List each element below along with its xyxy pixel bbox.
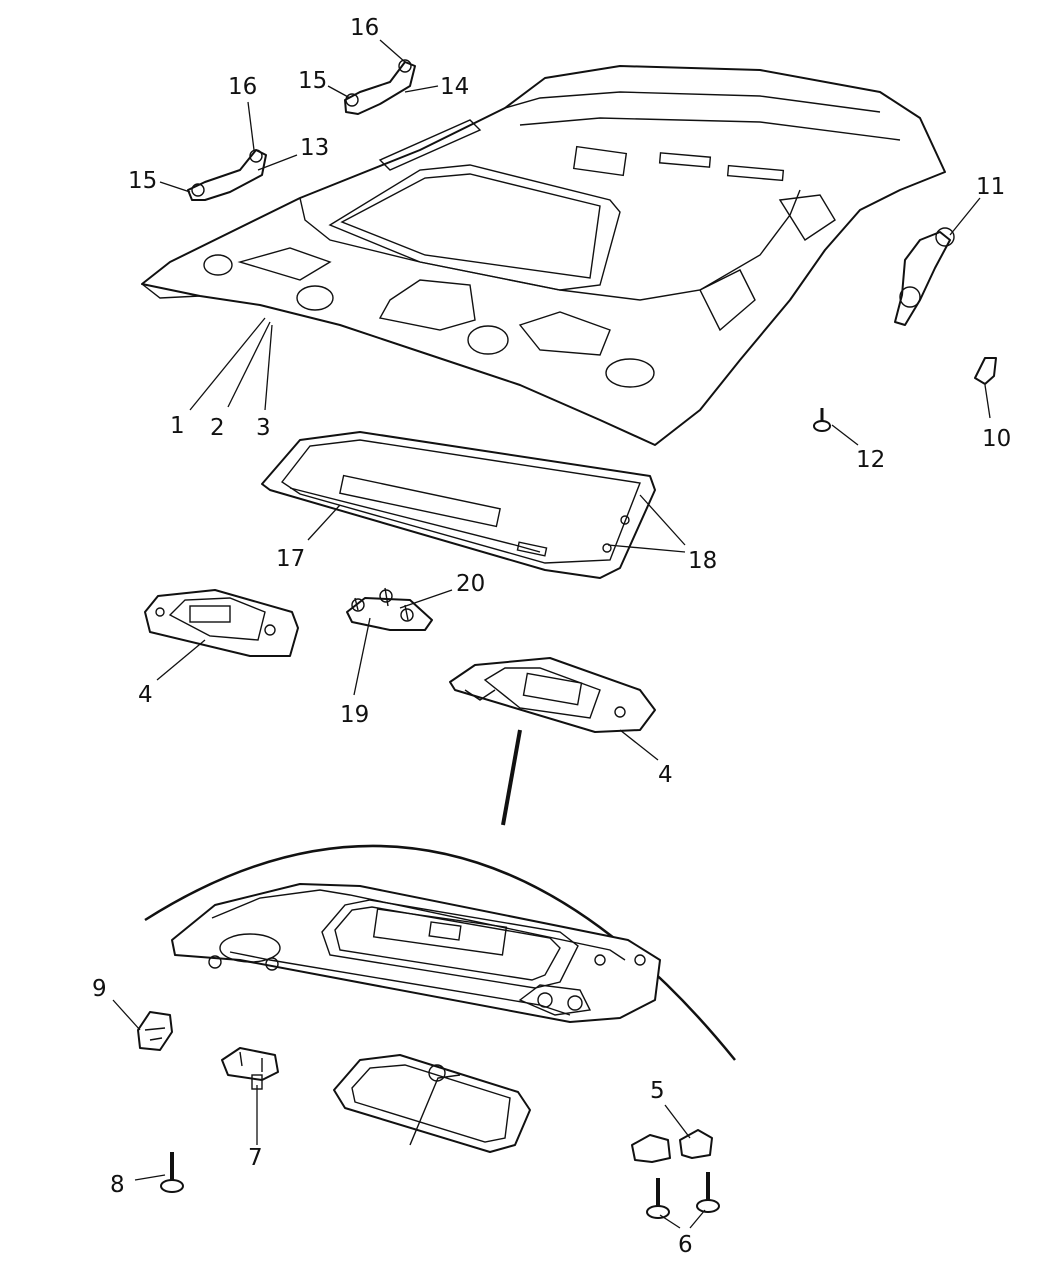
callout-4-right: 4	[658, 762, 673, 788]
sunroof-trim-ring	[261, 431, 656, 579]
sunroof-lens-cover	[333, 1054, 531, 1153]
callout-20: 20	[456, 571, 485, 597]
callout-12: 12	[856, 447, 885, 473]
callout-11: 11	[976, 174, 1005, 200]
callout-16-right: 16	[350, 15, 379, 41]
clip-9	[137, 1011, 173, 1051]
callout-15-right: 15	[298, 68, 327, 94]
callout-6: 6	[678, 1232, 693, 1258]
bezel-bracket	[346, 587, 433, 631]
screws-6	[646, 1172, 720, 1219]
clips-5	[631, 1129, 713, 1163]
grab-handle-13	[187, 149, 267, 201]
callout-14: 14	[440, 74, 469, 100]
callout-4-left: 4	[138, 682, 153, 708]
callout-17: 17	[276, 546, 305, 572]
callout-1: 1	[170, 413, 185, 439]
callout-8: 8	[110, 1172, 125, 1198]
callout-18: 18	[688, 548, 717, 574]
grab-handle-14	[344, 59, 416, 115]
callout-10: 10	[982, 426, 1011, 452]
clip-10	[974, 357, 997, 385]
callout-3: 3	[256, 415, 271, 441]
callout-19: 19	[340, 702, 369, 728]
callout-7: 7	[248, 1145, 263, 1171]
callout-9: 9	[92, 976, 107, 1002]
detail-magnifier-arc	[144, 729, 736, 1061]
screw-12	[813, 408, 831, 432]
callout-16-left: 16	[228, 74, 257, 100]
sunroof-plate-left	[144, 589, 299, 657]
callout-5: 5	[650, 1078, 665, 1104]
sunroof-plate-detail	[171, 883, 661, 1023]
headliner	[141, 65, 946, 446]
sunroof-plate-right	[449, 657, 656, 733]
leader-lines	[112, 39, 991, 1229]
callout-labels: 1 2 3 4 4 5 6 7 8 9 10 11 12 13 14 15 15…	[92, 15, 1011, 1258]
retainer-7	[221, 1047, 279, 1090]
pillar-clip-11	[894, 227, 955, 326]
callout-15-left: 15	[128, 168, 157, 194]
screw-8	[160, 1152, 184, 1193]
callout-2: 2	[210, 415, 225, 441]
callout-13: 13	[300, 135, 329, 161]
